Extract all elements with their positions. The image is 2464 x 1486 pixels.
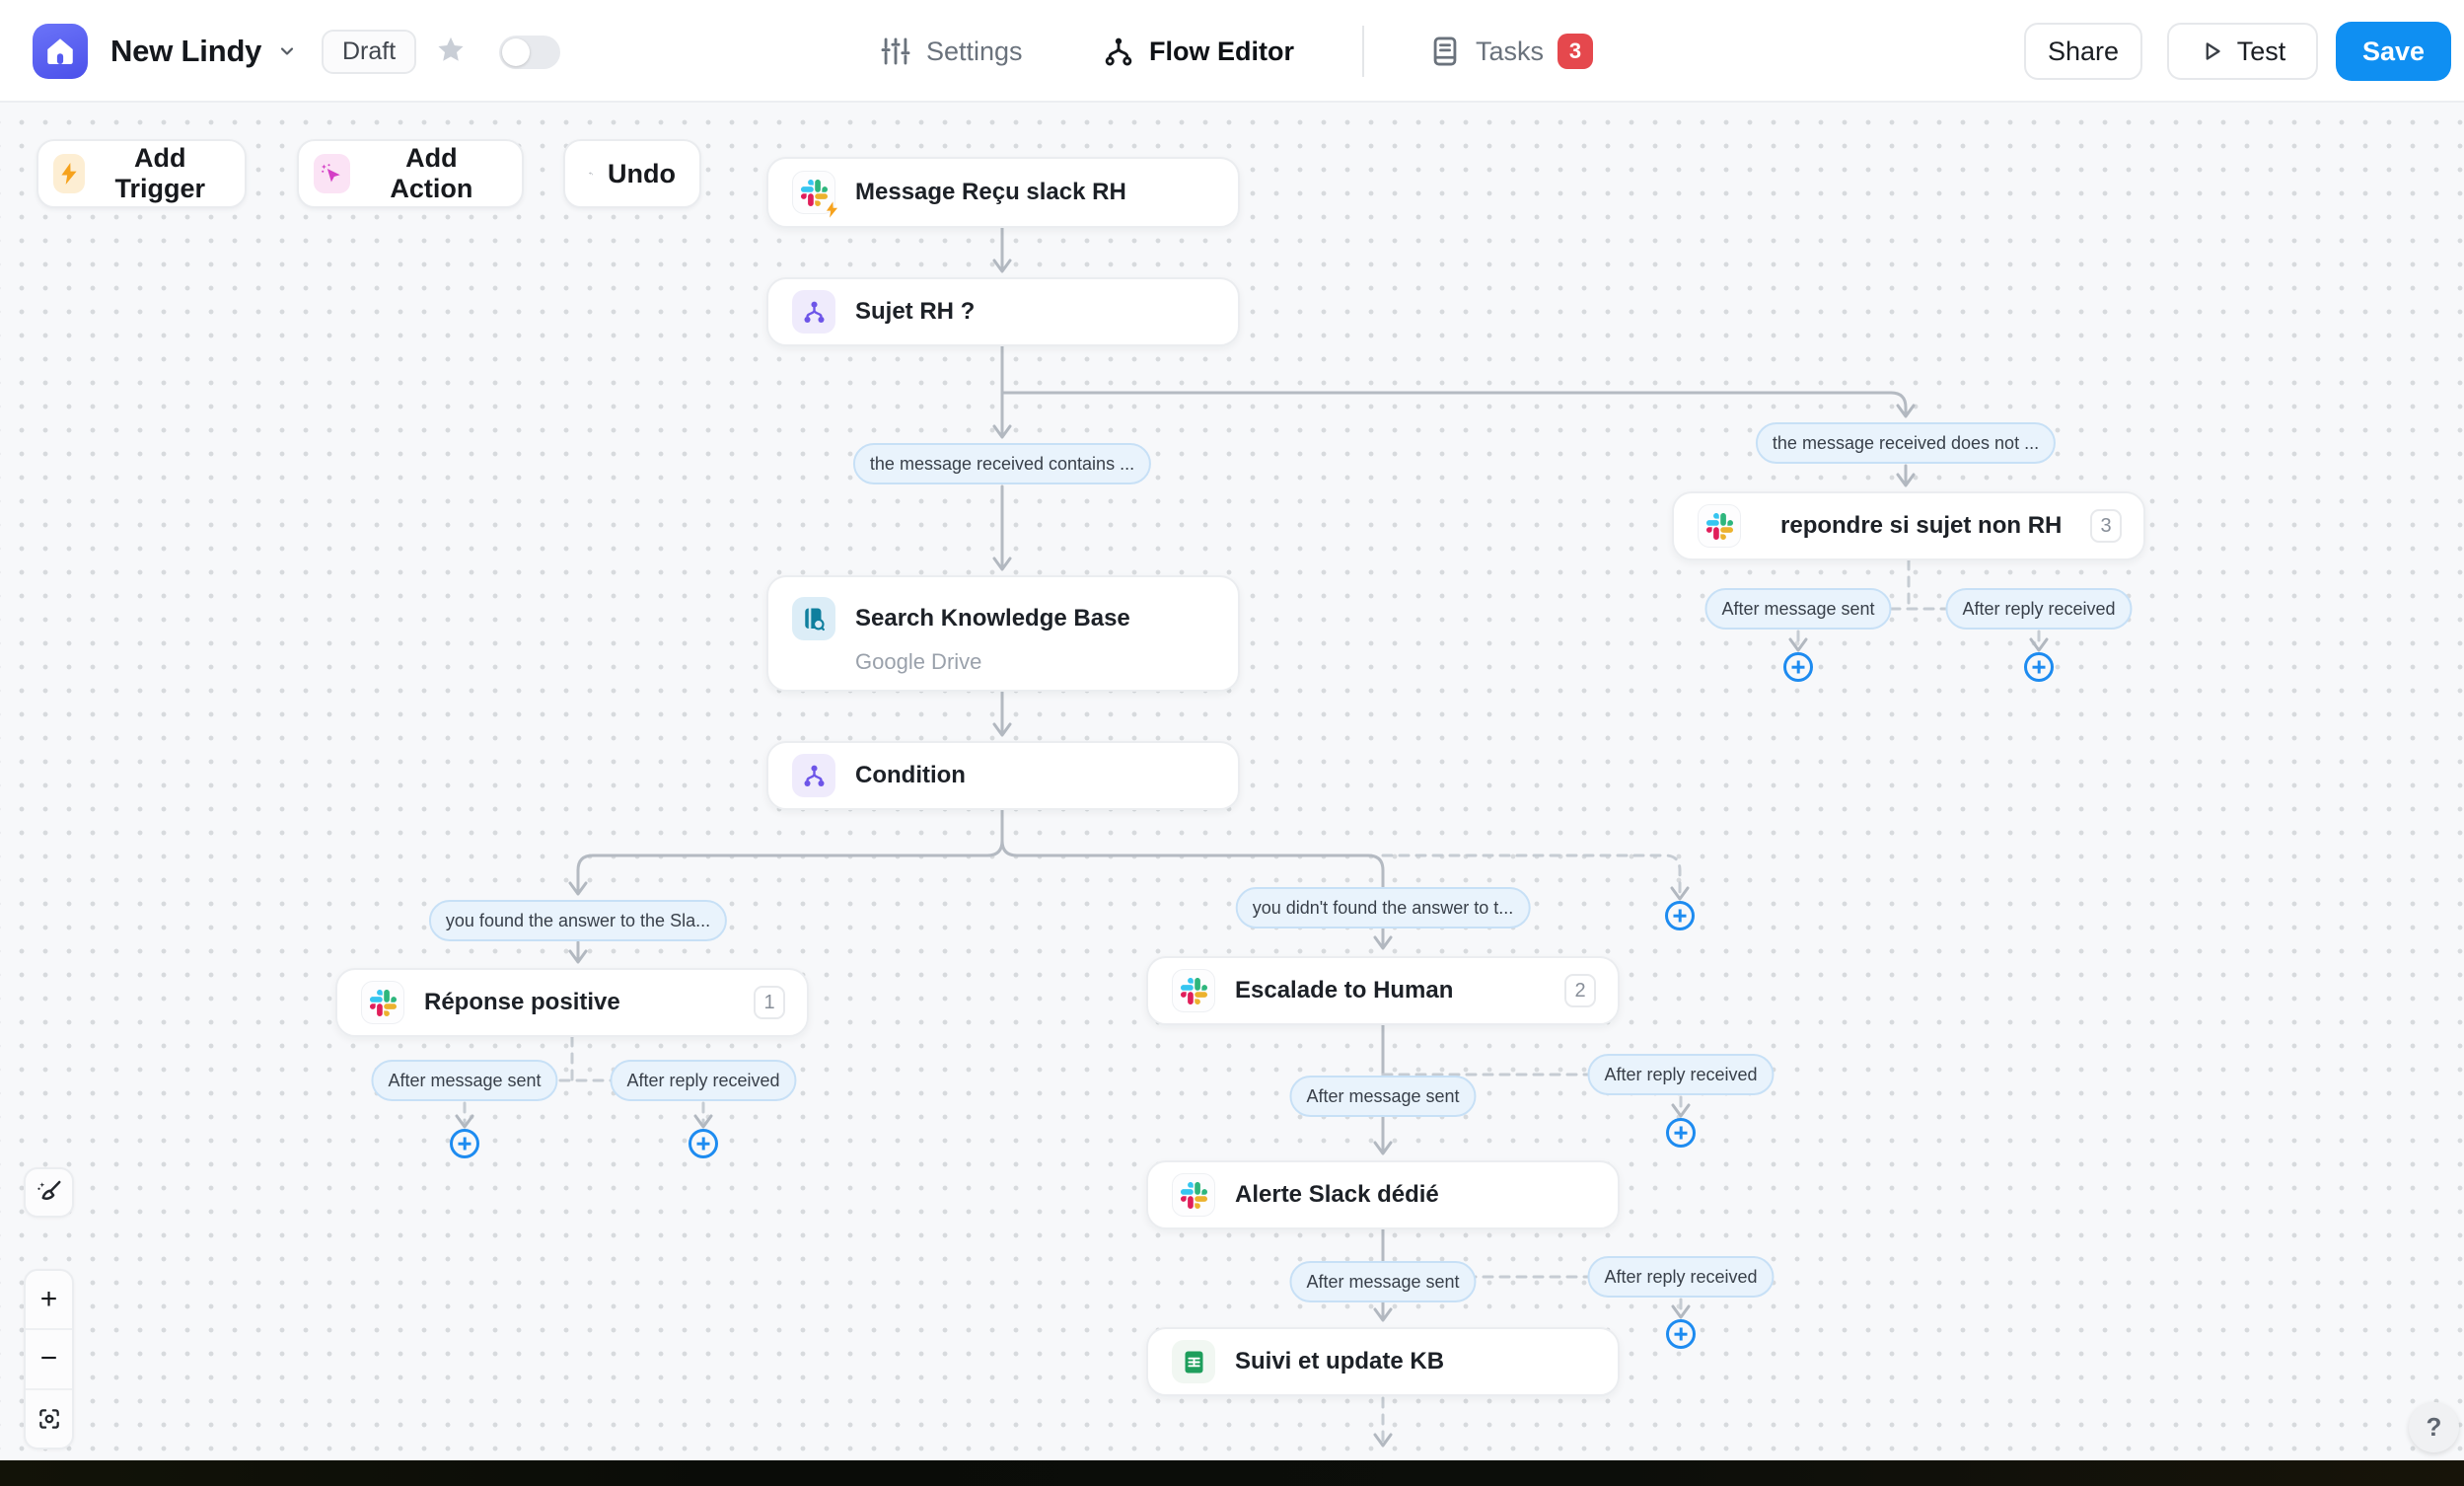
slack-icon xyxy=(1172,969,1215,1012)
zoom-controls: + − xyxy=(24,1269,74,1449)
event-after-message-sent-pill[interactable]: After message sent xyxy=(371,1060,558,1101)
condition-branch-icon xyxy=(792,754,835,797)
node-condition[interactable]: Condition xyxy=(766,741,1240,810)
page-title: New Lindy xyxy=(110,34,262,68)
star-icon xyxy=(438,37,464,61)
flow-canvas[interactable]: Add Trigger Add Action Undo Message Reçu… xyxy=(0,103,2464,1460)
branch-condition-label[interactable]: the message received contains ... xyxy=(852,443,1152,484)
help-button[interactable]: ? xyxy=(2409,1402,2459,1452)
nav-divider xyxy=(1362,26,1364,77)
desktop-edge xyxy=(0,1460,2464,1486)
add-step-button[interactable] xyxy=(450,1129,479,1158)
event-after-message-sent-pill[interactable]: After message sent xyxy=(1289,1076,1477,1117)
lindy-logo[interactable] xyxy=(33,24,88,79)
play-icon xyxy=(2206,42,2220,60)
undo-button[interactable]: Undo xyxy=(563,139,701,208)
branch-condition-label[interactable]: you found the answer to the Sla... xyxy=(428,900,728,941)
node-escalade-to-human[interactable]: Escalade to Human 2 xyxy=(1146,956,1620,1025)
node-title: Alerte Slack dédié xyxy=(1235,1181,1439,1208)
share-button[interactable]: Share xyxy=(2024,23,2142,80)
recenter-button[interactable] xyxy=(26,1387,72,1448)
slack-icon xyxy=(1698,504,1741,548)
node-sujet-rh[interactable]: Sujet RH ? xyxy=(766,277,1240,346)
node-title: Message Reçu slack RH xyxy=(855,179,1126,205)
google-sheets-icon xyxy=(1172,1340,1215,1383)
knowledge-base-icon xyxy=(792,597,835,640)
lindy-title-dropdown[interactable]: New Lindy xyxy=(110,0,299,103)
node-run-count-badge: 1 xyxy=(754,986,785,1019)
trigger-bolt-icon xyxy=(823,200,841,219)
branch-condition-label[interactable]: you didn't found the answer to t... xyxy=(1235,887,1531,929)
node-subtitle: Google Drive xyxy=(855,649,982,674)
status-badge: Draft xyxy=(322,30,417,74)
save-button[interactable]: Save xyxy=(2336,22,2451,81)
node-title: Suivi et update KB xyxy=(1235,1348,1445,1375)
add-action-button[interactable]: Add Action xyxy=(297,139,524,208)
add-trigger-button[interactable]: Add Trigger xyxy=(36,139,247,208)
test-button[interactable]: Test xyxy=(2167,23,2318,80)
node-title: Escalade to Human xyxy=(1235,977,1454,1003)
magic-cursor-icon xyxy=(314,154,350,193)
enable-toggle[interactable] xyxy=(499,36,560,69)
node-message-recu-slack-rh[interactable]: Message Reçu slack RH xyxy=(766,157,1240,228)
slack-icon xyxy=(361,981,404,1024)
broom-sparkle-icon xyxy=(36,1180,60,1200)
event-after-reply-received-pill[interactable]: After reply received xyxy=(610,1060,797,1101)
tab-flow-editor[interactable]: Flow Editor xyxy=(1102,0,1294,103)
chevron-down-icon xyxy=(275,39,299,63)
add-step-button[interactable] xyxy=(1666,1118,1696,1148)
node-run-count-badge: 3 xyxy=(2090,509,2122,543)
undo-arrow-icon xyxy=(589,172,593,176)
focus-frame-icon xyxy=(38,1409,59,1429)
home-icon xyxy=(47,38,73,65)
favorite-star-button[interactable] xyxy=(432,34,470,71)
node-suivi-et-update-kb[interactable]: Suivi et update KB xyxy=(1146,1327,1620,1396)
lightning-bolt-icon xyxy=(53,154,85,193)
top-bar: New Lindy Draft Settings xyxy=(0,0,2464,103)
zoom-out-button[interactable]: − xyxy=(26,1328,72,1387)
zoom-in-button[interactable]: + xyxy=(26,1271,72,1328)
node-title: repondre si sujet non RH xyxy=(1780,512,2063,539)
slack-icon xyxy=(1172,1173,1215,1217)
sliders-icon xyxy=(881,37,910,65)
node-alerte-slack-dedie[interactable]: Alerte Slack dédié xyxy=(1146,1160,1620,1229)
node-run-count-badge: 2 xyxy=(1564,974,1596,1007)
node-title: Search Knowledge Base xyxy=(855,605,1130,632)
tab-tasks[interactable]: Tasks 3 xyxy=(1428,0,1594,103)
flow-branch-icon xyxy=(1105,37,1132,66)
branch-condition-label[interactable]: the message received does not ... xyxy=(1755,422,2057,464)
event-after-message-sent-pill[interactable]: After message sent xyxy=(1289,1261,1477,1302)
event-after-reply-received-pill[interactable]: After reply received xyxy=(1587,1256,1775,1298)
node-repondre-si-sujet-non-rh[interactable]: repondre si sujet non RH 3 xyxy=(1672,491,2145,560)
node-title: Réponse positive xyxy=(424,989,620,1015)
add-step-button[interactable] xyxy=(688,1129,718,1158)
add-step-button[interactable] xyxy=(1666,1319,1696,1349)
node-title: Condition xyxy=(855,762,966,788)
tab-settings[interactable]: Settings xyxy=(879,0,1023,103)
tasks-count-badge: 3 xyxy=(1558,34,1594,69)
event-after-reply-received-pill[interactable]: After reply received xyxy=(1587,1054,1775,1095)
task-list-icon xyxy=(1433,37,1457,66)
condition-branch-icon xyxy=(792,290,835,334)
event-after-message-sent-pill[interactable]: After message sent xyxy=(1704,588,1892,630)
tidy-layout-button[interactable] xyxy=(24,1167,74,1218)
add-step-button[interactable] xyxy=(1665,901,1695,930)
toggle-knob xyxy=(502,38,530,66)
node-reponse-positive[interactable]: Réponse positive 1 xyxy=(335,968,809,1037)
node-search-knowledge-base[interactable]: Search Knowledge Base Google Drive xyxy=(766,575,1240,692)
slack-icon xyxy=(792,171,835,214)
event-after-reply-received-pill[interactable]: After reply received xyxy=(1945,588,2133,630)
add-step-button[interactable] xyxy=(1783,652,1813,682)
add-step-button[interactable] xyxy=(2024,652,2054,682)
node-title: Sujet RH ? xyxy=(855,298,976,325)
